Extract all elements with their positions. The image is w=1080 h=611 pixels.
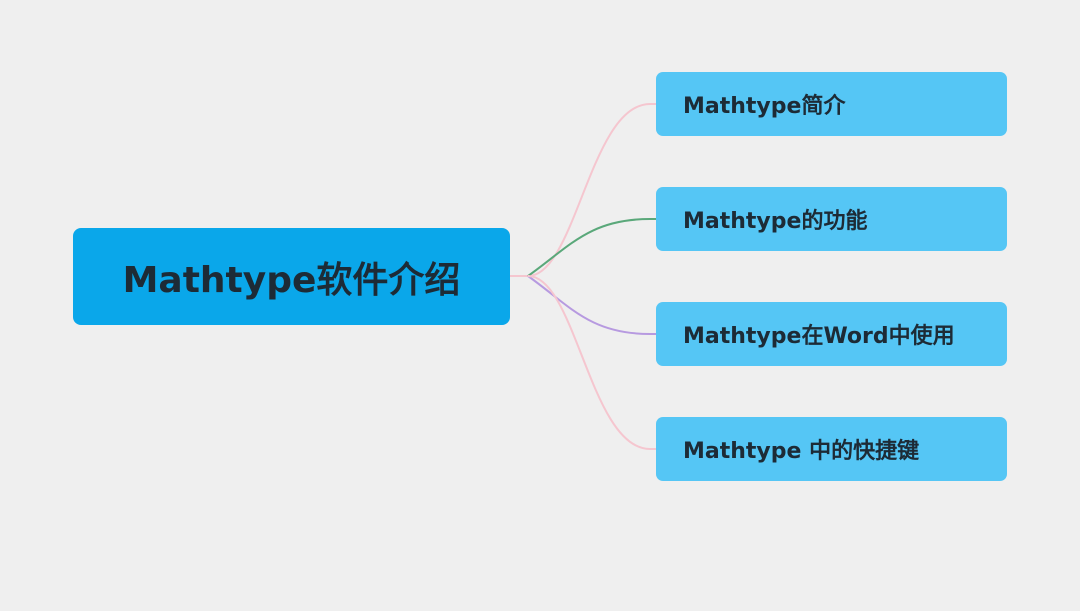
topic-label: Mathtype在Word中使用 [683,324,955,349]
connector-2 [527,218,656,277]
topic-mathtype-in-word[interactable]: Mathtype在Word中使用 [656,302,1007,366]
topic-mathtype-intro[interactable]: Mathtype简介 [656,72,1007,136]
central-topic-label: Mathtype软件介绍 [122,259,461,301]
central-topic[interactable]: Mathtype软件介绍 [73,228,510,325]
connector-3 [527,275,656,335]
topic-mathtype-features[interactable]: Mathtype的功能 [656,187,1007,251]
connector-1 [510,103,656,277]
topic-mathtype-shortcuts[interactable]: Mathtype 中的快捷键 [656,417,1007,481]
topic-label: Mathtype的功能 [683,209,868,234]
connector-4 [527,275,656,450]
topic-label: Mathtype 中的快捷键 [683,439,920,464]
topic-label: Mathtype简介 [683,94,846,119]
